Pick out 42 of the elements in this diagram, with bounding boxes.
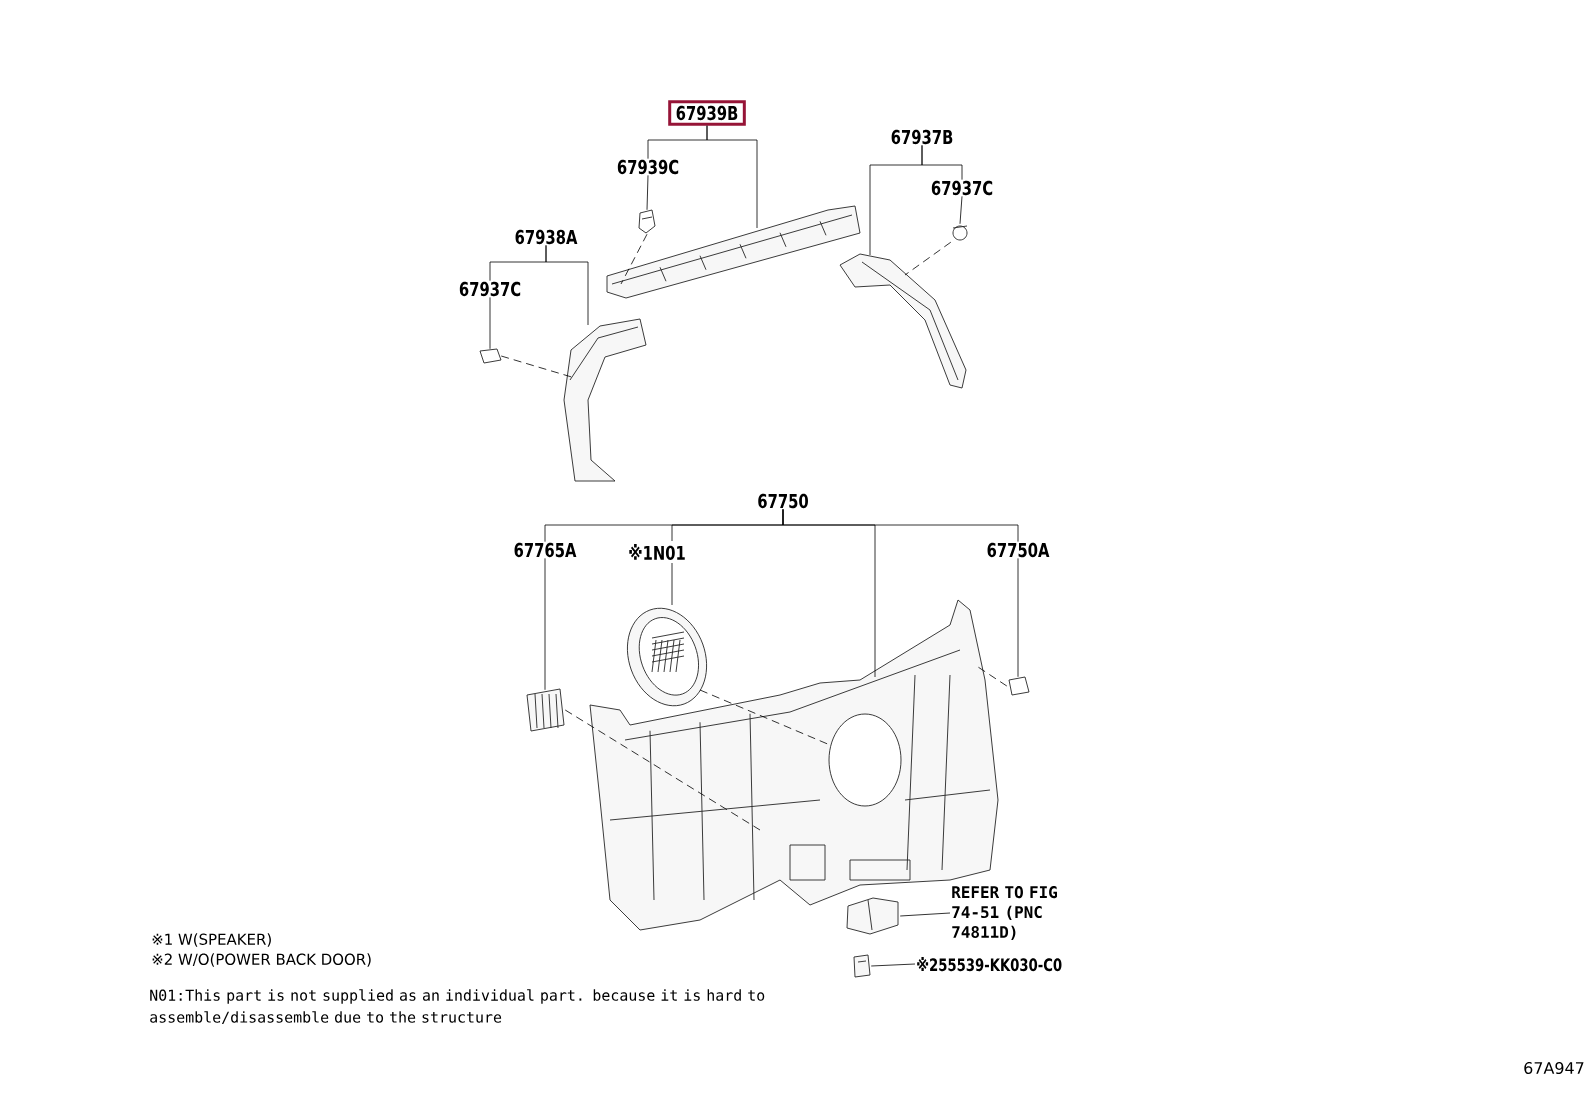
leader-line <box>959 195 963 225</box>
clip-drawing <box>853 954 871 978</box>
note-text: ※2 W/O(POWER BACK DOOR) <box>152 953 371 967</box>
diagram-id: 67A947 <box>1524 1062 1584 1075</box>
part-number: 67939B <box>668 100 746 126</box>
leader-line <box>671 562 673 606</box>
leader-line <box>564 709 761 831</box>
leader-line <box>620 233 648 285</box>
part-number: 67937B <box>891 129 953 145</box>
part-number: 67750A <box>987 542 1050 558</box>
clip-drawing <box>479 348 502 364</box>
pillar-trim-drawing <box>563 318 647 482</box>
part-number: 67937C <box>459 281 521 297</box>
clip-drawing <box>952 225 968 241</box>
trim-panel-drawing <box>606 205 861 299</box>
leader-line <box>899 912 951 917</box>
pillar-trim-drawing <box>839 253 967 389</box>
part-number: 67765A <box>514 542 577 558</box>
part-number: 67939C <box>617 159 679 175</box>
leader-line <box>870 963 916 967</box>
part-number: ※1N01 <box>629 544 685 560</box>
cover-drawing <box>526 688 565 732</box>
leader-line <box>904 241 952 276</box>
part-number: 67938A <box>515 229 578 245</box>
part-number: 67750 <box>758 493 808 509</box>
switch-drawing <box>846 897 899 935</box>
note-text: N01:This part is not supplied as an individual part. because it is hard to assemble/disassemble due to the structure <box>150 989 765 1024</box>
leader-line <box>545 244 589 326</box>
leader-line <box>1017 557 1019 678</box>
reference-note: REFER TO FIG 74-51 (PNC 74811D) <box>952 886 1057 940</box>
leader-line <box>782 508 1019 543</box>
leader-line <box>646 174 649 211</box>
leader-line <box>921 144 963 181</box>
leader-line <box>489 296 491 350</box>
clip-drawing <box>638 209 656 234</box>
speaker-ring-drawing <box>627 607 708 707</box>
leader-line <box>706 125 758 229</box>
note-text: ※1 W(SPEAKER) <box>152 933 271 947</box>
leader-line <box>544 557 546 691</box>
clip-drawing <box>1008 676 1030 696</box>
part-number: ※255539-KK030-C0 <box>917 956 1062 972</box>
part-number: 67937C <box>931 180 993 196</box>
